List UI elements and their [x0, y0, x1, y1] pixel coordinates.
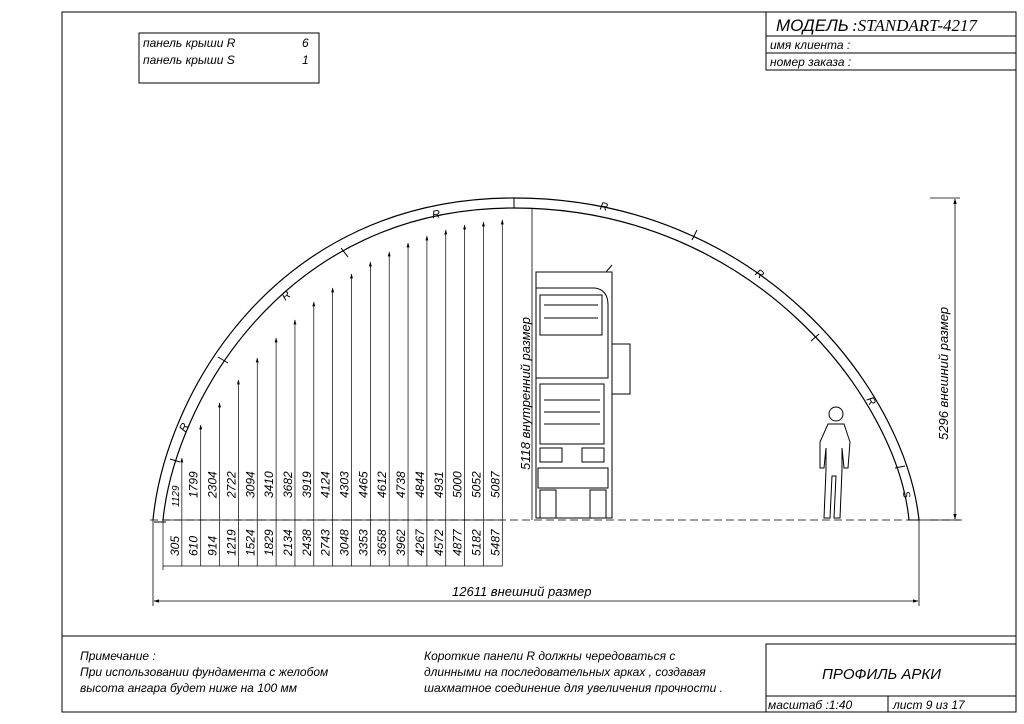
panel-mark: R — [863, 395, 877, 408]
offset-value: 2743 — [319, 529, 333, 557]
outer-height-label: 5296 внешний размер — [936, 307, 951, 440]
panel-mark: R — [599, 201, 609, 214]
offset-value: 5182 — [469, 529, 483, 556]
offset-value: 5487 — [488, 528, 502, 556]
offset-value: 4267 — [413, 528, 427, 556]
model-value: :STANDART-4217 — [852, 16, 978, 35]
height-value: 1129 — [171, 485, 182, 507]
outer-width-label: 12611 внешний размер — [452, 584, 591, 599]
offset-value: 1219 — [224, 529, 238, 556]
panel-table: панель крыши R 6 панель крыши S 1 — [138, 32, 320, 84]
note-line: При использовании фундамента с желобом — [80, 665, 329, 679]
height-value: 3682 — [281, 471, 295, 498]
panel-mark: R — [753, 267, 766, 281]
height-offset-table: 1129 305 1799 610 2304 914 2722 1219 3094 1524 341… — [162, 219, 504, 570]
model-label: МОДЕЛЬ — [776, 16, 849, 35]
panel-r-label: панель крыши R — [143, 36, 236, 50]
height-value: 4844 — [413, 471, 427, 498]
offset-value: 305 — [168, 536, 182, 556]
offset-value: 4877 — [451, 528, 465, 556]
offset-value: 1829 — [262, 529, 276, 556]
height-value: 4738 — [394, 471, 408, 498]
title-block: МОДЕЛЬ :STANDART-4217 имя клиента : номе… — [765, 11, 1017, 71]
height-value: 1799 — [187, 471, 201, 498]
offset-value: 1524 — [243, 529, 257, 556]
height-value: 5052 — [469, 471, 483, 498]
offset-value: 3353 — [356, 529, 370, 556]
offset-value: 2438 — [300, 529, 314, 557]
person-illustration — [819, 406, 851, 519]
foundation-note: Примечание : При использовании фундамент… — [80, 648, 400, 696]
note-line: высота ангара будет ниже на 100 мм — [80, 681, 298, 695]
offset-value: 914 — [206, 536, 220, 556]
client-label: имя клиента : — [770, 38, 850, 52]
offset-value: 4572 — [432, 529, 446, 556]
sheet-label: лист 9 из 17 — [892, 698, 966, 712]
sheet-frame — [61, 11, 1017, 713]
height-value: 5000 — [451, 471, 465, 498]
height-value: 3919 — [300, 471, 314, 498]
note-line: длинными на последовательных арках , соз… — [424, 665, 706, 679]
offset-value: 2134 — [281, 529, 295, 557]
note-line: Короткие панели R должны чередоваться с — [424, 649, 676, 663]
height-value: 2304 — [206, 471, 220, 499]
height-value: 3094 — [243, 471, 257, 498]
panel-s-label: панель крыши S — [143, 53, 235, 67]
panel-mark: R — [431, 208, 441, 221]
panel-s-count: 1 — [302, 53, 309, 67]
height-value: 4124 — [319, 471, 333, 498]
panel-order-note: Короткие панели R должны чередоваться с … — [424, 648, 764, 696]
height-value: 2722 — [224, 471, 238, 499]
truck-illustration — [535, 264, 631, 519]
height-value: 3410 — [262, 471, 276, 498]
height-value: 4465 — [356, 471, 370, 498]
offset-value: 3048 — [338, 529, 352, 556]
profile-title: ПРОФИЛЬ АРКИ — [822, 666, 941, 683]
offset-value: 3962 — [394, 529, 408, 556]
offset-value: 610 — [187, 536, 201, 556]
order-label: номер заказа : — [770, 55, 851, 69]
height-value: 4612 — [375, 471, 389, 498]
panel-mark: R — [279, 289, 293, 303]
scale-label: масштаб :1:40 — [768, 698, 852, 712]
note-line: шахматное соединение для увеличения проч… — [424, 681, 723, 695]
offset-value: 3658 — [375, 529, 389, 556]
inner-height-label: 5118 внутренний размер — [518, 317, 533, 470]
height-value: 4931 — [432, 471, 446, 498]
height-value: 5087 — [488, 470, 502, 498]
footer-block: ПРОФИЛЬ АРКИ масштаб :1:40 лист 9 из 17 — [62, 635, 1017, 713]
panel-r-count: 6 — [302, 36, 309, 50]
height-value: 4303 — [338, 471, 352, 498]
note-title: Примечание : — [80, 649, 156, 663]
panel-mark: S — [899, 490, 911, 500]
